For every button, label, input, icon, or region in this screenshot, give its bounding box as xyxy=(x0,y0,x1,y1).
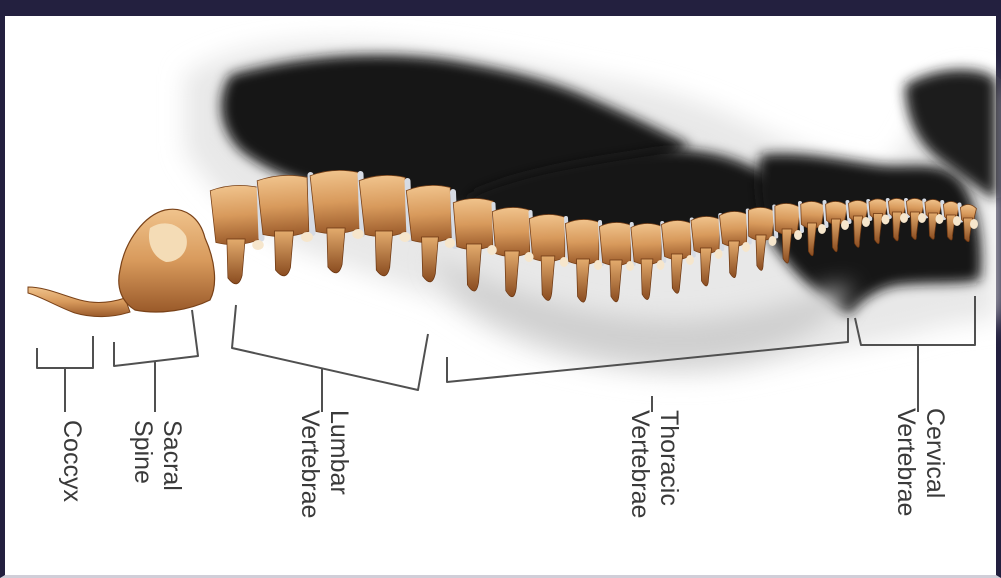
spinous-process xyxy=(275,231,294,276)
foramen xyxy=(445,238,456,248)
foramen xyxy=(936,214,944,224)
foramen xyxy=(715,249,723,259)
foramen xyxy=(794,230,802,240)
sacral-label: Sacral Spine xyxy=(129,420,186,491)
thoracic-label-line1: Thoracic xyxy=(655,410,683,506)
vertebral-body xyxy=(565,219,601,265)
vertebral-body xyxy=(406,184,454,244)
lumbar-label-line1: Lumbar xyxy=(325,410,353,495)
foramen xyxy=(882,215,890,225)
thoracic-label: Thoracic Vertebrae xyxy=(626,410,683,518)
foramen xyxy=(657,260,665,270)
foramen xyxy=(352,229,364,239)
lumbar-bracket xyxy=(232,305,428,412)
cervical-label: Cervical Vertebrae xyxy=(892,408,949,516)
vertebral-body xyxy=(359,174,409,238)
foramen xyxy=(594,260,602,270)
coccyx-label-line1: Coccyx xyxy=(58,420,86,502)
foramen xyxy=(953,216,961,226)
foramen xyxy=(769,236,777,246)
spinous-process xyxy=(327,228,345,273)
foramen xyxy=(399,232,410,242)
foramen xyxy=(487,245,497,255)
foramen xyxy=(686,255,694,265)
foramen xyxy=(900,213,908,223)
foramen xyxy=(818,224,826,234)
sacral-bracket xyxy=(114,310,198,412)
coccyx-label: Coccyx xyxy=(58,420,86,502)
foramen xyxy=(841,220,849,230)
foramen xyxy=(560,257,569,267)
sacral-label-line1: Sacral xyxy=(158,420,186,491)
foramen xyxy=(742,242,750,252)
vertebral-body xyxy=(492,207,532,257)
coccyx-bracket xyxy=(37,336,93,412)
foramen xyxy=(252,240,264,250)
vertebral-body xyxy=(310,169,362,235)
cervical-label-line1: Cervical xyxy=(921,408,949,498)
foramen xyxy=(970,219,978,229)
spinous-process xyxy=(227,239,245,284)
foramen xyxy=(626,261,634,271)
vertebral-body xyxy=(529,214,567,262)
lumbar-label: Lumbar Vertebrae xyxy=(296,410,353,518)
vertebral-body xyxy=(453,198,495,250)
foramen xyxy=(524,252,533,262)
vertebral-body xyxy=(599,222,632,266)
vertebral-body xyxy=(257,174,311,238)
sacral-label-line2: Spine xyxy=(129,420,157,484)
cervical-label-line2: Vertebrae xyxy=(892,408,920,516)
foramen xyxy=(918,213,926,223)
lumbar-label-line2: Vertebrae xyxy=(296,410,324,518)
coccyx-bone xyxy=(28,287,130,317)
vertebral-body xyxy=(210,184,262,246)
foramen xyxy=(301,232,313,242)
foramen xyxy=(862,217,870,227)
thoracic-label-line2: Vertebrae xyxy=(626,410,654,518)
